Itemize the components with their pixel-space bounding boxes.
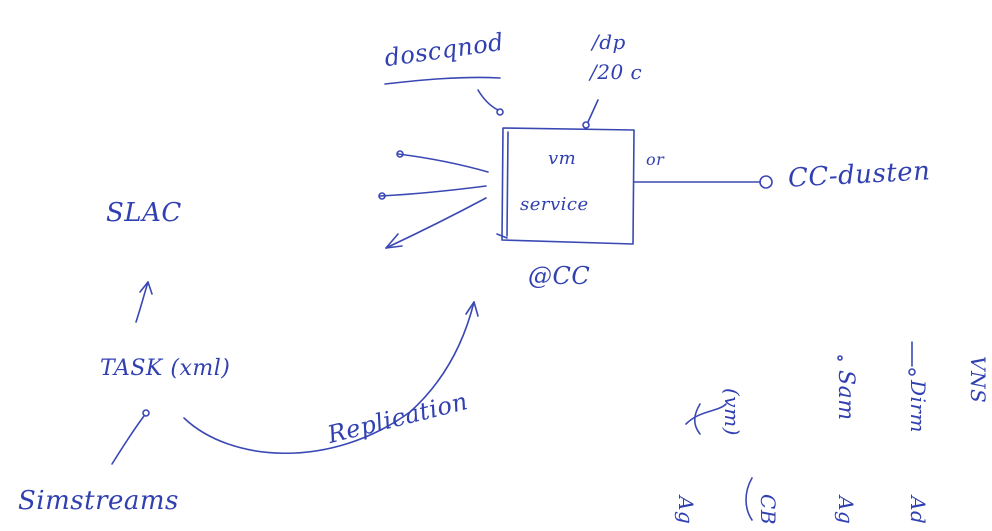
bottom-fragment-4: Ad	[906, 496, 930, 525]
simstreams-link	[111, 415, 145, 465]
replication-curve	[183, 301, 475, 454]
top-right-note-line1: /dp	[592, 30, 626, 54]
cc-connector-circle	[759, 175, 773, 189]
simstreams-label: Simstreams	[18, 486, 179, 516]
top-right-arrow	[587, 99, 599, 123]
bottom-fragment-2: CB	[756, 494, 780, 525]
top-note-arrow-end	[496, 108, 504, 116]
bottom-fragment-3: Ag	[834, 496, 858, 525]
top-note-arrow	[477, 89, 499, 111]
task-label: TASK (xml)	[100, 356, 231, 381]
bottom-fragment-1: Ag	[674, 496, 698, 525]
at-cc-label: @CC	[528, 262, 591, 290]
vm-service-box	[501, 127, 635, 245]
rotated-note-sam: Sam	[833, 370, 858, 421]
left-line-2	[379, 185, 487, 197]
rotated-note-vns: VNS	[966, 356, 990, 404]
box-label-line2: service	[520, 194, 589, 215]
slac-arrow	[135, 281, 149, 323]
rotated-note-vm: (vm)	[720, 388, 744, 436]
slac-label: SLAC	[106, 198, 182, 228]
top-note-underline	[384, 76, 501, 85]
box-label-line1: vm	[548, 148, 577, 169]
rotated-note-dirm: Dirm	[906, 380, 930, 433]
left-line-3	[385, 197, 487, 249]
left-line-1	[397, 153, 489, 173]
box-edge-label: or	[646, 150, 665, 169]
top-right-note-line2: /20 c	[590, 60, 643, 84]
bracket-squiggle	[685, 403, 727, 425]
